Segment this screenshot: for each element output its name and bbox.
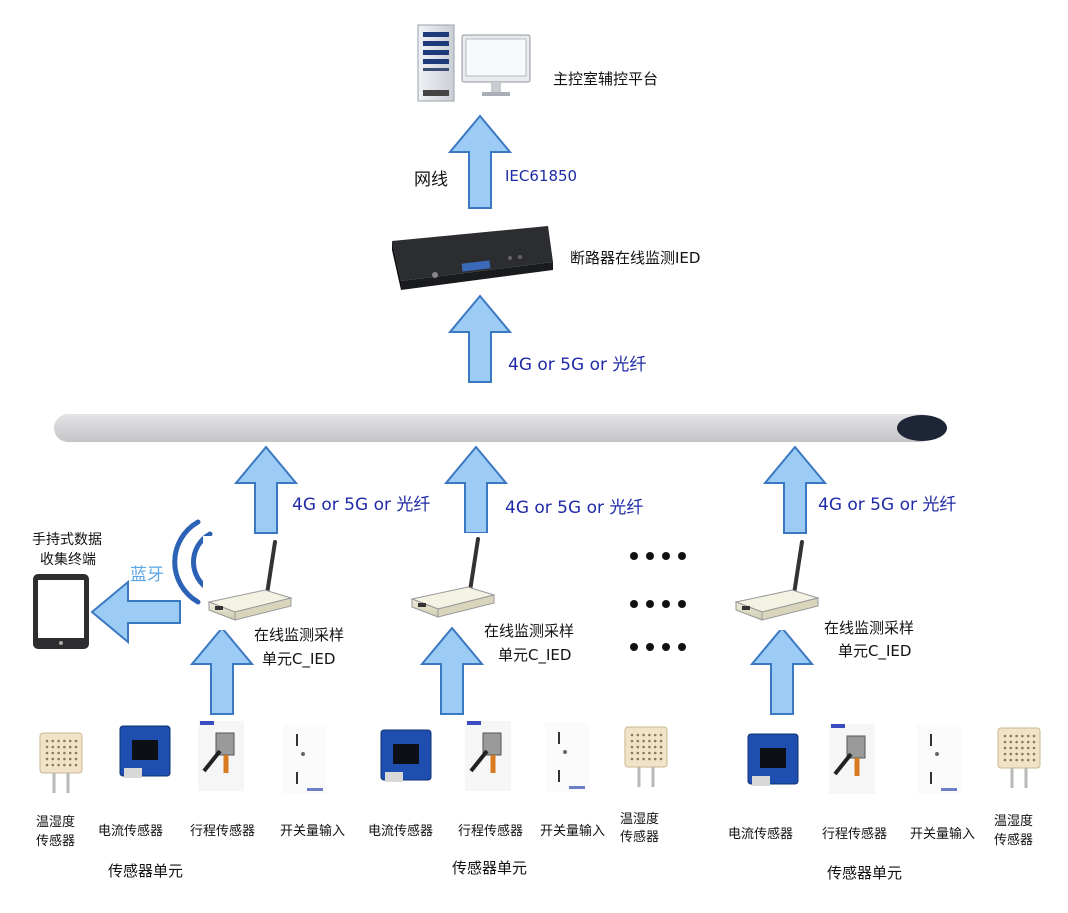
monitor-icon bbox=[461, 34, 531, 96]
sensor-temp-picture-2 bbox=[624, 726, 668, 787]
sensor-travel-picture-2 bbox=[465, 721, 511, 791]
sensor-temp-picture-3 bbox=[997, 727, 1041, 788]
platform-label: 主控室辅控平台 bbox=[553, 70, 659, 88]
communication-bus bbox=[54, 414, 947, 442]
sensor-label-temp-2b: 传感器 bbox=[620, 830, 660, 845]
arrow-unit1-to-bus bbox=[233, 445, 299, 534]
group-label-1: 传感器单元 bbox=[108, 862, 184, 880]
arrow-sensors3-to-unit3 bbox=[749, 626, 815, 715]
handheld-label-line2: 收集终端 bbox=[40, 552, 96, 568]
sensor-label-temp-1a: 温湿度 bbox=[36, 815, 76, 830]
sensor-label-current-3: 电流传感器 bbox=[728, 827, 794, 842]
arrow-sensors2-to-unit2 bbox=[419, 626, 485, 715]
arrow-sensors1-to-unit1 bbox=[189, 626, 255, 715]
protocol-label: IEC61850 bbox=[505, 167, 578, 185]
arrow-unit1-to-handheld bbox=[90, 579, 181, 645]
sampler-box-icon-1 bbox=[203, 536, 295, 630]
sensor-label-current-2: 电流传感器 bbox=[368, 824, 434, 839]
link-label-unit2: 4G or 5G or 光纤 bbox=[505, 498, 644, 518]
sampler-label-3b: 单元C_IED bbox=[838, 642, 912, 660]
sensor-switch-picture-1 bbox=[283, 724, 327, 794]
arrow-ied-to-platform bbox=[447, 114, 513, 209]
link-label-unit3: 4G or 5G or 光纤 bbox=[818, 495, 957, 515]
sensor-switch-picture-2 bbox=[545, 722, 589, 792]
sensor-label-switch-3: 开关量输入 bbox=[910, 827, 976, 842]
tablet-icon bbox=[33, 574, 89, 649]
sensor-current-picture-2 bbox=[380, 729, 432, 782]
arrow-unit3-to-bus bbox=[762, 445, 828, 534]
sensor-label-switch-2: 开关量输入 bbox=[540, 824, 606, 839]
sensor-label-temp-2a: 温湿度 bbox=[620, 812, 660, 827]
sampler-box-icon-3 bbox=[730, 536, 822, 630]
link-label-unit1: 4G or 5G or 光纤 bbox=[292, 495, 431, 515]
sensor-travel-picture-3 bbox=[829, 724, 875, 794]
sensor-label-travel-1: 行程传感器 bbox=[190, 824, 256, 839]
link-label-top: 4G or 5G or 光纤 bbox=[508, 355, 647, 375]
rack-device-icon bbox=[386, 210, 604, 322]
sensor-current-picture-1 bbox=[119, 725, 171, 778]
sensor-label-current-1: 电流传感器 bbox=[98, 824, 164, 839]
ied-label: 断路器在线监测IED bbox=[570, 249, 701, 267]
sensor-temp-picture-1 bbox=[39, 732, 83, 793]
sampler-label-3a: 在线监测采样 bbox=[824, 619, 915, 637]
sensor-label-travel-3: 行程传感器 bbox=[822, 827, 888, 842]
server-icon bbox=[417, 24, 455, 102]
sampler-box-icon-2 bbox=[406, 533, 498, 627]
sampler-label-2a: 在线监测采样 bbox=[484, 622, 575, 640]
bluetooth-label: 蓝牙 bbox=[130, 565, 164, 585]
group-label-3: 传感器单元 bbox=[827, 864, 903, 882]
sensor-label-temp-3b: 传感器 bbox=[994, 833, 1034, 848]
sampler-label-1b: 单元C_IED bbox=[262, 650, 336, 668]
sensor-label-travel-2: 行程传感器 bbox=[458, 824, 524, 839]
sensor-switch-picture-3 bbox=[917, 724, 961, 794]
sensor-travel-picture-1 bbox=[198, 721, 244, 791]
sensor-label-temp-1b: 传感器 bbox=[36, 834, 76, 849]
arrow-unit2-to-bus bbox=[443, 445, 509, 534]
sensor-label-switch-1: 开关量输入 bbox=[280, 824, 346, 839]
cable-label: 网线 bbox=[414, 170, 448, 190]
group-label-2: 传感器单元 bbox=[452, 859, 528, 877]
sensor-label-temp-3a: 温湿度 bbox=[994, 814, 1034, 829]
ellipsis-dots-icon bbox=[630, 552, 686, 651]
sampler-label-2b: 单元C_IED bbox=[498, 646, 572, 664]
handheld-label-line1: 手持式数据 bbox=[32, 532, 102, 548]
sensor-current-picture-3 bbox=[747, 733, 799, 786]
arrow-bus-to-ied bbox=[447, 294, 513, 383]
sampler-label-1a: 在线监测采样 bbox=[254, 626, 345, 644]
